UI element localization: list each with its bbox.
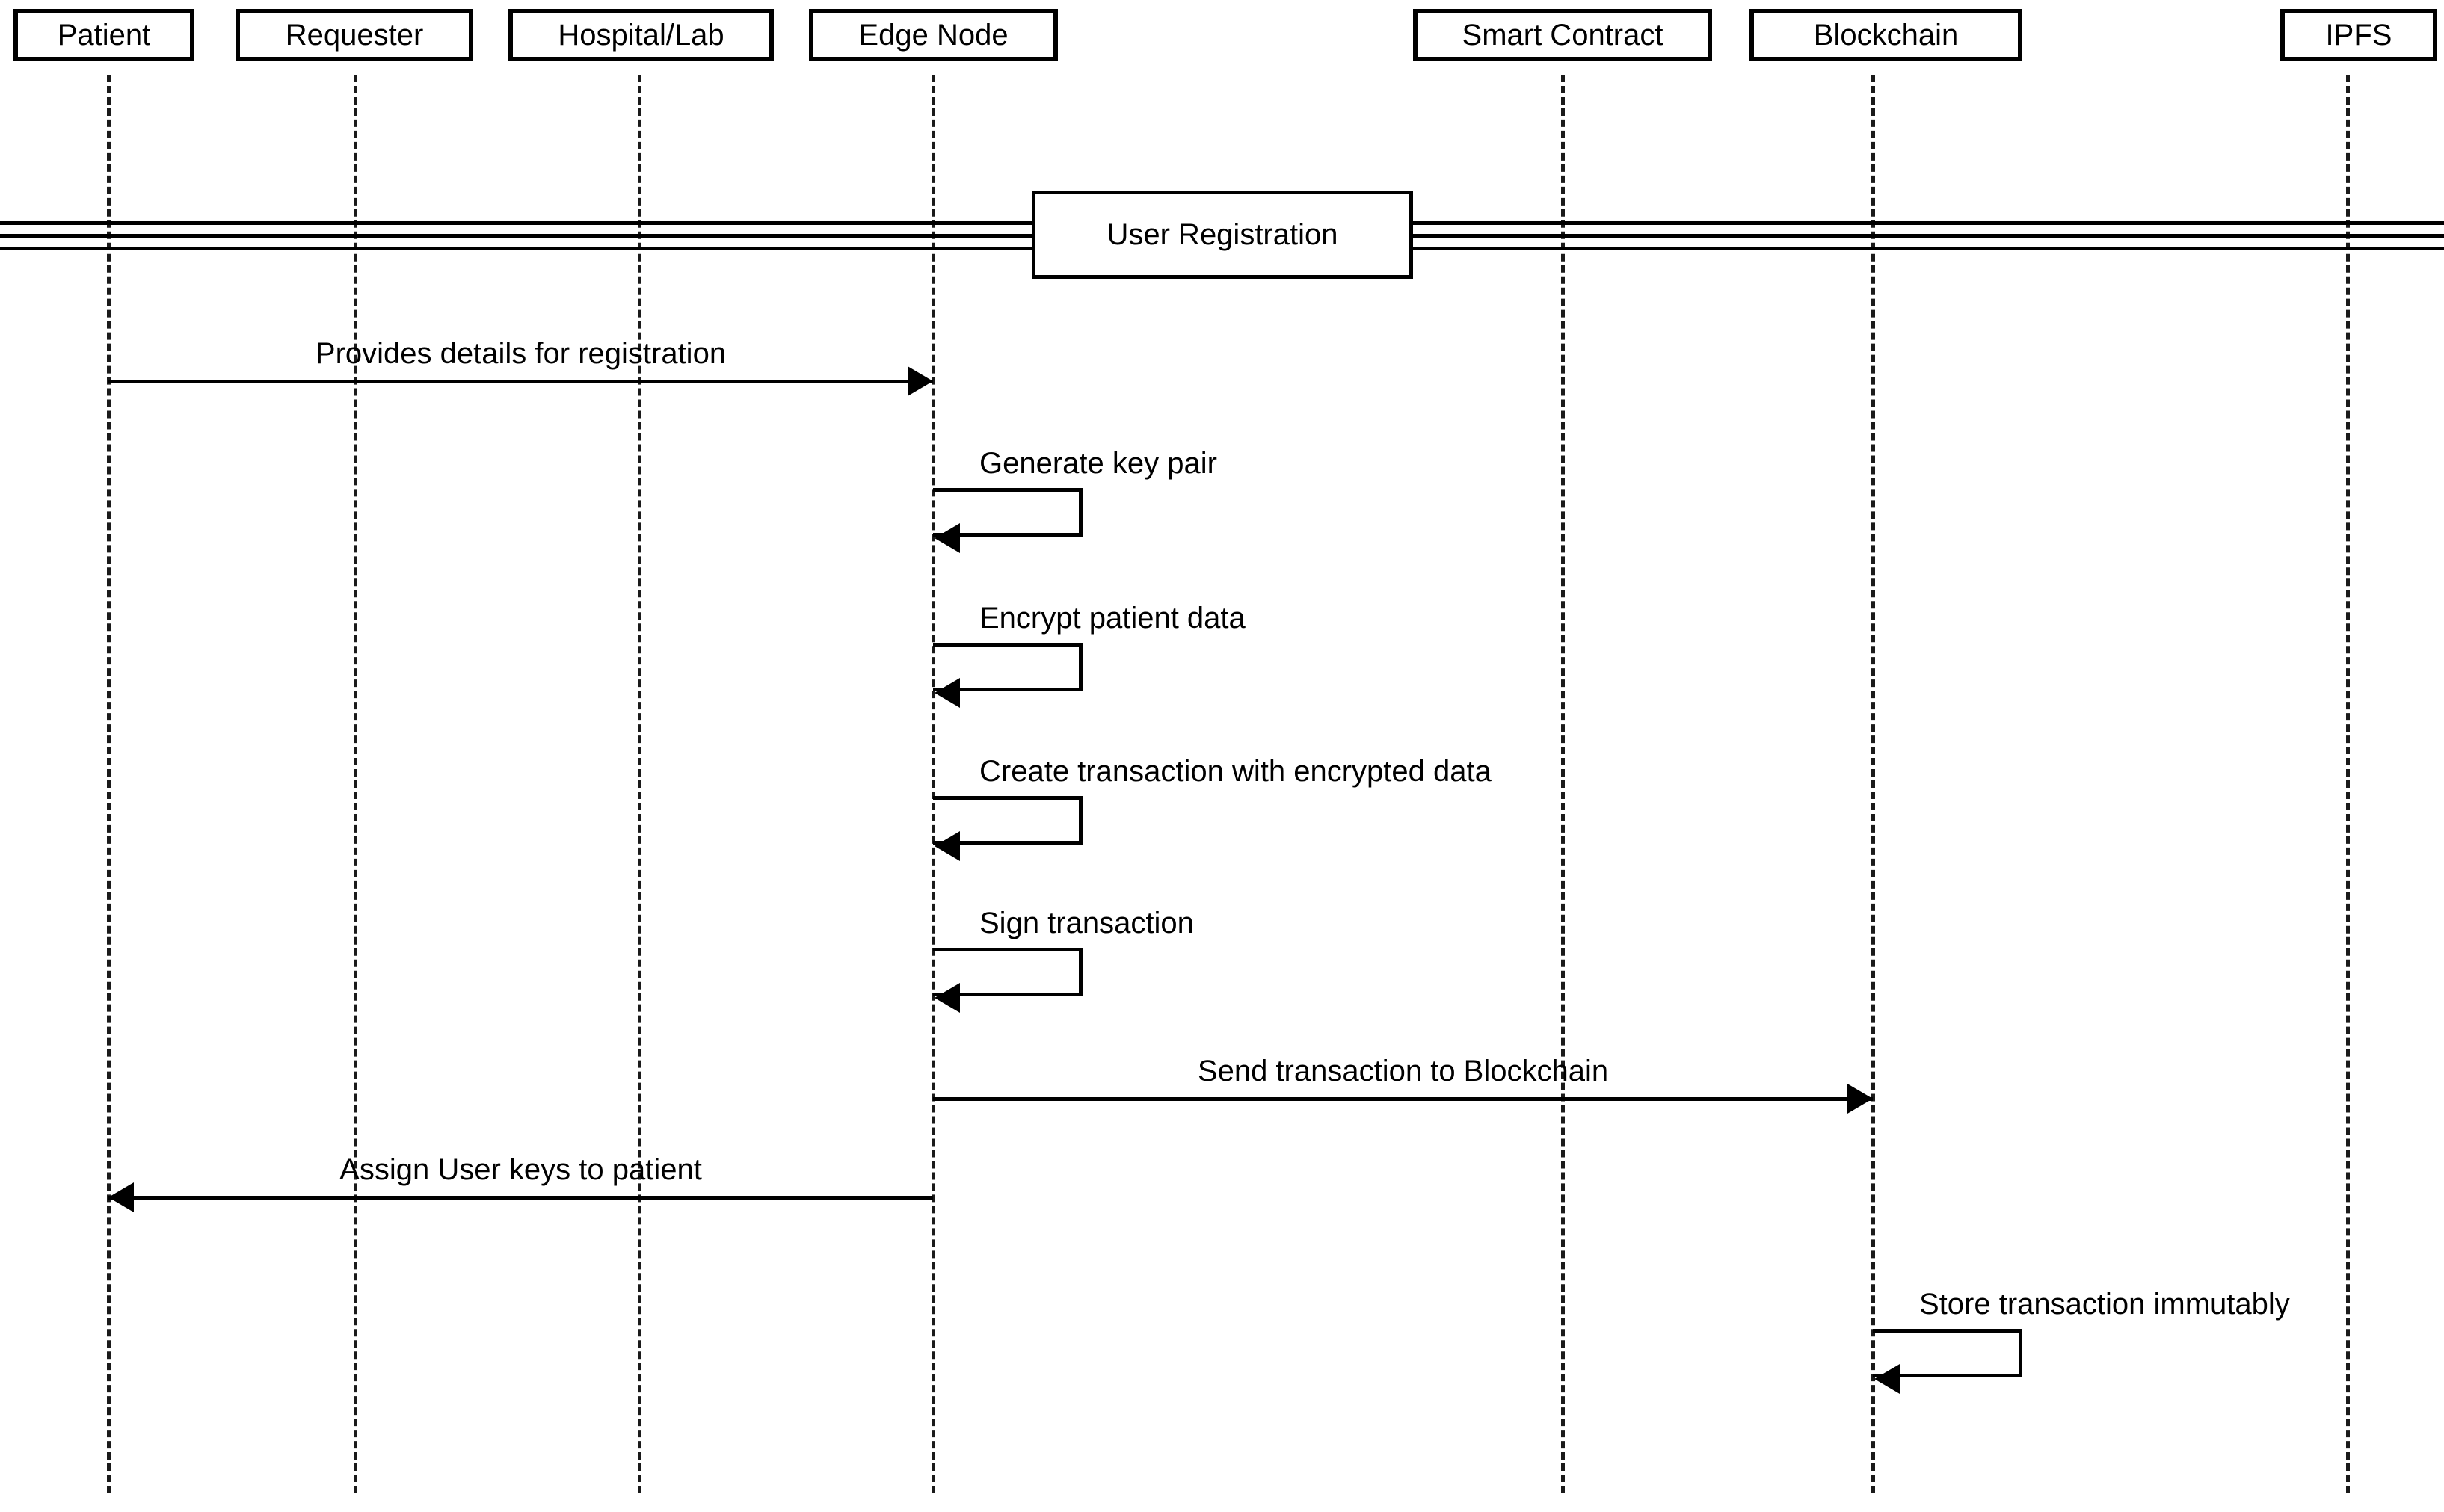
participant-label-blockchain: Blockchain <box>1813 19 1959 52</box>
lifeline-smart_contract <box>1561 75 1565 1493</box>
self-message-2[interactable] <box>933 643 1083 691</box>
self-message-3[interactable] <box>933 796 1083 845</box>
participant-label-smart_contract: Smart Contract <box>1462 19 1663 52</box>
participant-box-hospital_lab[interactable]: Hospital/Lab <box>508 9 774 61</box>
self-message-arrowhead-7 <box>1874 1364 1900 1394</box>
self-message-label-7: Store transaction immutably <box>1919 1288 2290 1321</box>
self-message-label-3: Create transaction with encrypted data <box>979 755 1492 788</box>
self-message-arrowhead-3 <box>935 831 960 861</box>
message-label-0: Provides details for registration <box>315 337 727 370</box>
message-label-6: Assign User keys to patient <box>339 1153 702 1186</box>
participant-label-requester: Requester <box>285 19 424 52</box>
participant-label-ipfs: IPFS <box>2325 19 2392 52</box>
message-arrowhead-5 <box>1847 1084 1873 1114</box>
lifeline-edge_node <box>932 75 935 1493</box>
participant-box-blockchain[interactable]: Blockchain <box>1749 9 2022 61</box>
participant-box-ipfs[interactable]: IPFS <box>2280 9 2437 61</box>
message-arrowhead-6 <box>108 1182 134 1212</box>
self-message-1[interactable] <box>933 488 1083 537</box>
participant-box-requester[interactable]: Requester <box>236 9 473 61</box>
message-line-5[interactable] <box>933 1097 1873 1101</box>
self-message-label-4: Sign transaction <box>979 907 1194 939</box>
participant-box-smart_contract[interactable]: Smart Contract <box>1413 9 1712 61</box>
lifeline-blockchain <box>1871 75 1875 1493</box>
self-message-label-2: Encrypt patient data <box>979 602 1246 635</box>
lifeline-ipfs <box>2346 75 2350 1493</box>
participant-label-hospital_lab: Hospital/Lab <box>558 19 724 52</box>
self-message-7[interactable] <box>1873 1329 2022 1377</box>
self-message-arrowhead-2 <box>935 678 960 708</box>
lifeline-hospital_lab <box>638 75 641 1493</box>
self-message-arrowhead-4 <box>935 983 960 1013</box>
participant-box-patient[interactable]: Patient <box>13 9 194 61</box>
message-line-0[interactable] <box>108 380 933 383</box>
participant-box-edge_node[interactable]: Edge Node <box>809 9 1058 61</box>
fragment-label-box: User Registration <box>1032 191 1413 279</box>
self-message-arrowhead-1 <box>935 523 960 553</box>
message-arrowhead-0 <box>908 366 933 396</box>
self-message-label-1: Generate key pair <box>979 447 1217 480</box>
lifeline-requester <box>354 75 357 1493</box>
participant-label-patient: Patient <box>57 19 151 52</box>
message-line-6[interactable] <box>108 1196 933 1200</box>
fragment-label-text: User Registration <box>1106 217 1338 251</box>
lifeline-patient <box>107 75 111 1493</box>
self-message-4[interactable] <box>933 948 1083 996</box>
message-label-5: Send transaction to Blockchain <box>1197 1055 1609 1087</box>
participant-label-edge_node: Edge Node <box>858 19 1009 52</box>
